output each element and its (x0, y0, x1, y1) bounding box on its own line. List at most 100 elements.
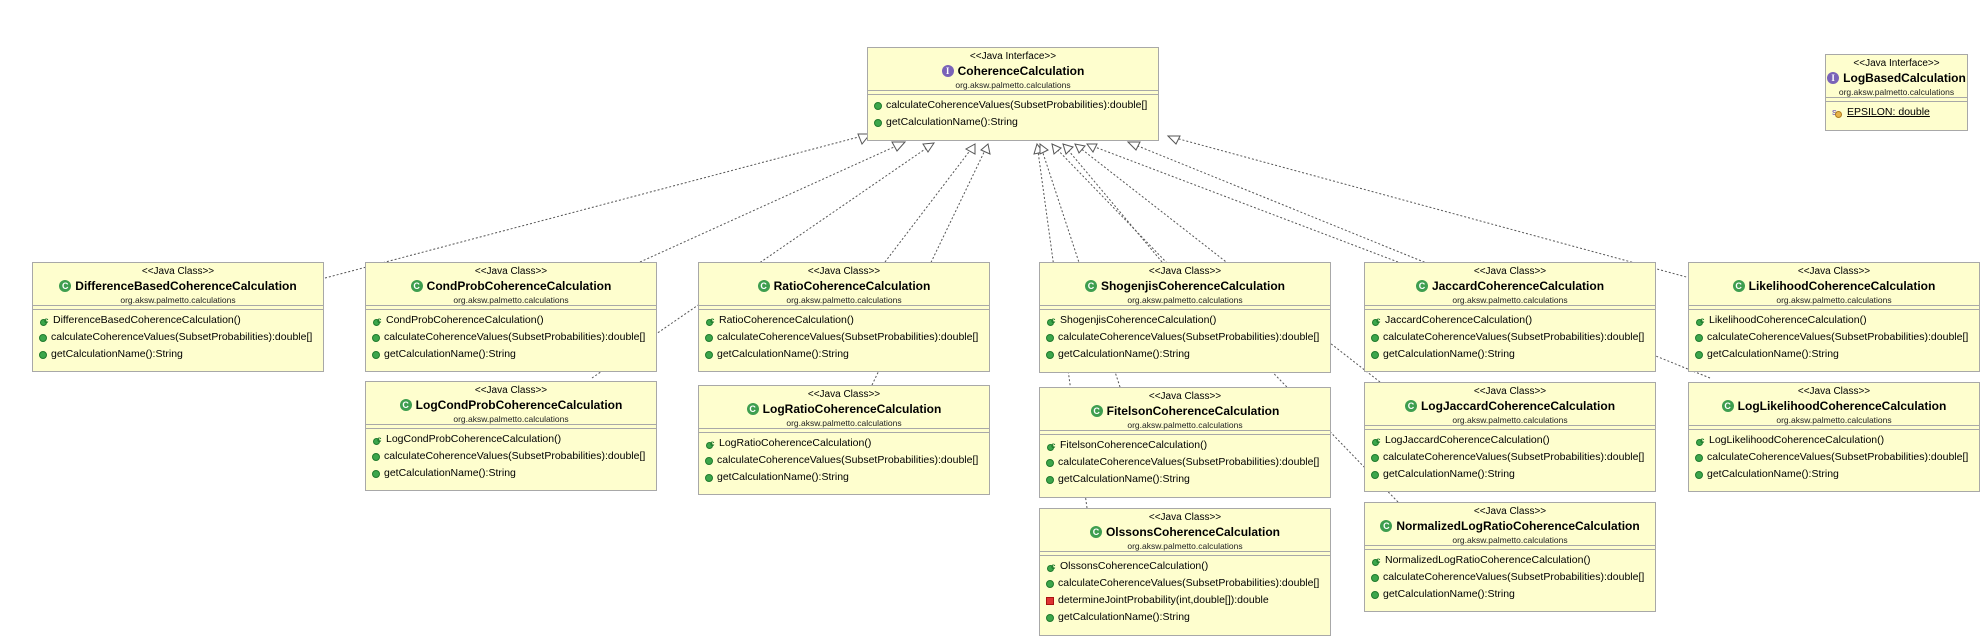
stereotype-label: <<Java Class>> (141, 266, 215, 277)
package-label: org.aksw.palmetto.calculations (453, 295, 569, 305)
static-field-icon (1832, 105, 1843, 121)
log-jaccard-class-box[interactable]: <<Java Class>> C LogJaccardCoherenceCalc… (1364, 382, 1656, 492)
method-signature: getCalculationName():String (1707, 348, 1839, 360)
method-signature: determineJointProbability(int,double[]):… (1058, 594, 1269, 606)
public-method-icon (1371, 333, 1379, 342)
method-signature: calculateCoherenceValues(SubsetProbabili… (1383, 331, 1645, 343)
class-icon: C (1721, 400, 1734, 412)
interface-name: CoherenceCalculation (957, 64, 1085, 78)
interface-icon: I (1827, 72, 1840, 84)
jaccard-class-box[interactable]: <<Java Class>> C JaccardCoherenceCalcula… (1364, 262, 1656, 372)
constructor-icon (1046, 312, 1056, 329)
method-signature: calculateCoherenceValues(SubsetProbabili… (51, 331, 313, 343)
member-row: RatioCoherenceCalculation() (705, 312, 989, 329)
member-row: getCalculationName():String (874, 114, 1158, 131)
arrowhead (1166, 135, 1181, 145)
stereotype-label: <<Java Interface>> (1853, 58, 1940, 69)
class-name: NormalizedLogRatioCoherenceCalculation (1396, 519, 1640, 533)
compartment-divider (1365, 305, 1655, 310)
class-name: CondProbCoherenceCalculation (426, 279, 612, 293)
constructor-signature: FitelsonCoherenceCalculation() (1060, 439, 1208, 451)
member-row: LogCondProbCoherenceCalculation() (372, 431, 656, 448)
package-label: org.aksw.palmetto.calculations (1776, 295, 1892, 305)
compartment-divider (1040, 430, 1330, 435)
coherence-calculation-interface-box[interactable]: <<Java Interface>> I CoherenceCalculatio… (867, 47, 1159, 141)
constructor-icon (1371, 552, 1381, 569)
class-name: ShogenjisCoherenceCalculation (1100, 279, 1286, 293)
public-method-icon (705, 473, 713, 482)
public-method-icon (1046, 475, 1054, 484)
fitelson-class-box[interactable]: <<Java Class>> C FitelsonCoherenceCalcul… (1039, 387, 1331, 498)
arrowhead (922, 142, 935, 153)
edge-ratio (884, 143, 976, 263)
member-row: getCalculationName():String (1046, 471, 1330, 488)
member-row: LogRatioCoherenceCalculation() (705, 435, 989, 452)
cond-prob-class-box[interactable]: <<Java Class>> C CondProbCoherenceCalcul… (365, 262, 657, 372)
constructor-icon (372, 431, 382, 448)
package-label: org.aksw.palmetto.calculations (1127, 420, 1243, 430)
package-label: org.aksw.palmetto.calculations (786, 418, 902, 428)
member-row: calculateCoherenceValues(SubsetProbabili… (1371, 329, 1655, 346)
method-signature: calculateCoherenceValues(SubsetProbabili… (717, 454, 979, 466)
member-row: DifferenceBasedCoherenceCalculation() (39, 312, 323, 329)
class-name: LogJaccardCoherenceCalculation (1420, 399, 1616, 413)
method-signature: getCalculationName():String (1058, 611, 1190, 623)
package-label: org.aksw.palmetto.calculations (1127, 295, 1243, 305)
method-signature: getCalculationName():String (51, 348, 183, 360)
arrowhead (964, 143, 976, 155)
log-cond-prob-class-box[interactable]: <<Java Class>> C LogCondProbCoherenceCal… (365, 381, 657, 491)
method-signature: getCalculationName():String (1383, 468, 1515, 480)
package-label: org.aksw.palmetto.calculations (1838, 87, 1955, 97)
arrowhead (1126, 141, 1141, 151)
public-method-icon (372, 333, 380, 342)
stereotype-label: <<Java Class>> (1148, 512, 1222, 523)
constructor-signature: LogJaccardCoherenceCalculation() (1385, 434, 1550, 446)
class-name: DifferenceBasedCoherenceCalculation (75, 279, 297, 293)
constructor-signature: LogRatioCoherenceCalculation() (719, 437, 872, 449)
class-name: LogRatioCoherenceCalculation (762, 402, 942, 416)
stereotype-label: <<Java Class>> (807, 266, 881, 277)
olssons-class-box[interactable]: <<Java Class>> C OlssonsCoherenceCalcula… (1039, 508, 1331, 636)
normalized-log-ratio-class-box[interactable]: <<Java Class>> C NormalizedLogRatioCoher… (1364, 502, 1656, 612)
package-label: org.aksw.palmetto.calculations (1452, 535, 1568, 545)
member-row: calculateCoherenceValues(SubsetProbabili… (1371, 569, 1655, 586)
method-signature: getCalculationName():String (1707, 468, 1839, 480)
likelihood-class-box[interactable]: <<Java Class>> C LikelihoodCoherenceCalc… (1688, 262, 1980, 372)
stereotype-label: <<Java Class>> (1797, 386, 1871, 397)
difference-based-class-box[interactable]: <<Java Class>> C DifferenceBasedCoherenc… (32, 262, 324, 372)
edge-difference-based (324, 133, 871, 279)
compartment-divider (699, 305, 989, 310)
member-row: getCalculationName():String (705, 469, 989, 486)
member-row: calculateCoherenceValues(SubsetProbabili… (705, 452, 989, 469)
member-row: determineJointProbability(int,double[]):… (1046, 592, 1330, 609)
member-row: calculateCoherenceValues(SubsetProbabili… (1695, 329, 1979, 346)
constructor-signature: NormalizedLogRatioCoherenceCalculation() (1385, 554, 1591, 566)
member-row: calculateCoherenceValues(SubsetProbabili… (372, 329, 656, 346)
log-ratio-class-box[interactable]: <<Java Class>> C LogRatioCoherenceCalcul… (698, 385, 990, 495)
member-row: EPSILON: double (1832, 104, 1967, 122)
constructor-signature: OlssonsCoherenceCalculation() (1060, 560, 1209, 572)
method-signature: calculateCoherenceValues(SubsetProbabili… (1383, 451, 1645, 463)
public-method-icon (1695, 350, 1703, 359)
public-method-icon (39, 333, 47, 342)
method-signature: calculateCoherenceValues(SubsetProbabili… (1058, 331, 1320, 343)
constructor-signature: CondProbCoherenceCalculation() (386, 314, 544, 326)
method-signature: getCalculationName():String (717, 348, 849, 360)
stereotype-label: <<Java Class>> (1473, 386, 1547, 397)
class-name: OlssonsCoherenceCalculation (1105, 525, 1281, 539)
member-row: calculateCoherenceValues(SubsetProbabili… (372, 448, 656, 465)
log-likelihood-class-box[interactable]: <<Java Class>> C LogLikelihoodCoherenceC… (1688, 382, 1980, 492)
method-signature: calculateCoherenceValues(SubsetProbabili… (384, 331, 646, 343)
ratio-class-box[interactable]: <<Java Class>> C RatioCoherenceCalculati… (698, 262, 990, 372)
interface-name: LogBasedCalculation (1843, 71, 1966, 85)
class-icon: C (410, 280, 423, 292)
shogenjis-class-box[interactable]: <<Java Class>> C ShogenjisCoherenceCalcu… (1039, 262, 1331, 373)
member-row: getCalculationName():String (372, 465, 656, 482)
method-signature: getCalculationName():String (1383, 588, 1515, 600)
arrowhead (1086, 143, 1098, 153)
private-method-icon (1046, 596, 1054, 605)
package-label: org.aksw.palmetto.calculations (453, 414, 569, 424)
log-based-calculation-interface-box[interactable]: <<Java Interface>> I LogBasedCalculation… (1825, 54, 1968, 131)
constructor-signature: ShogenjisCoherenceCalculation() (1060, 314, 1217, 326)
constructor-icon (1371, 312, 1381, 329)
